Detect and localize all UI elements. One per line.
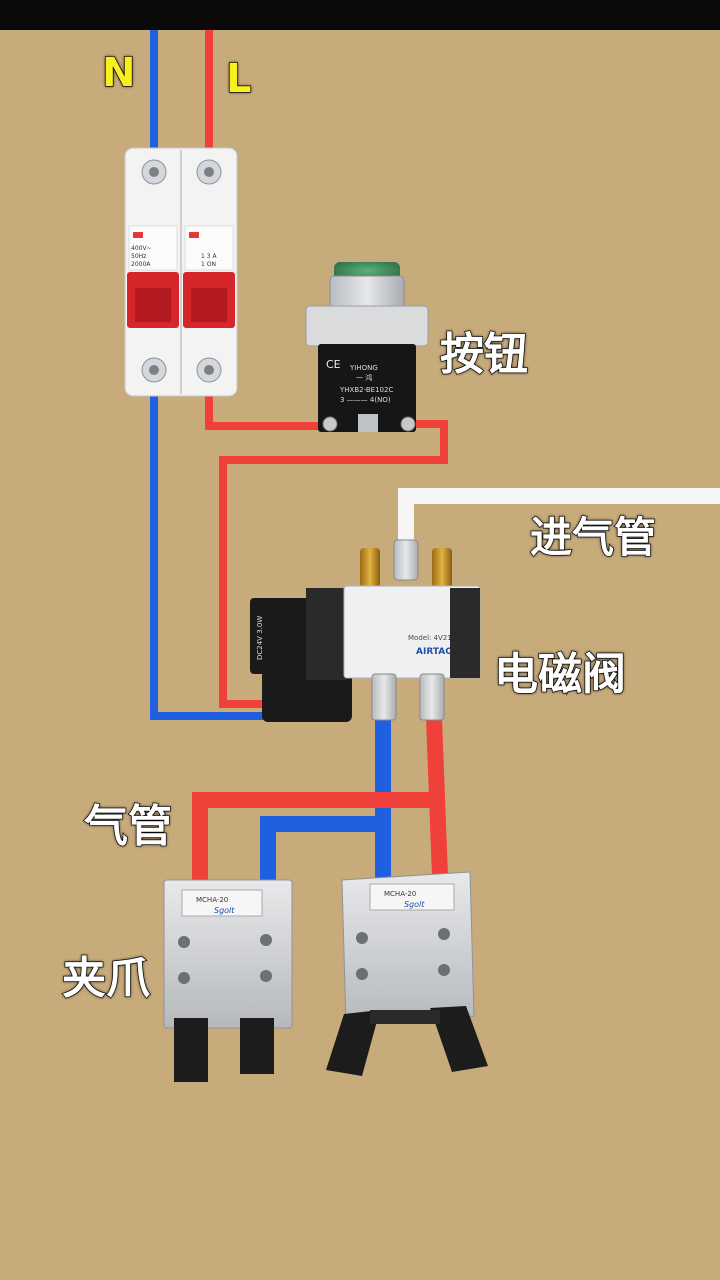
push-button: CE YIHONG 一 鸿 YHXB2-BE102C 3 ——— 4(NO) (305, 262, 429, 432)
solenoid-valve: DC24V 3.0W Model: 4V210-08 AIRTAC (250, 539, 481, 722)
label-gripper: 夹爪 (61, 952, 151, 1005)
valve-brand: AIRTAC (416, 647, 452, 657)
button-brand: YIHONG (349, 364, 378, 372)
top-bar (0, 0, 720, 30)
label-air-pipe: 气管 (83, 800, 173, 853)
button-contact: 3 ——— 4(NO) (340, 396, 391, 404)
gripper-right-model: MCHA-20 (384, 890, 416, 898)
valve-coil-spec: DC24V 3.0W (256, 616, 264, 660)
inlet-air-pipe (398, 488, 720, 545)
air-pipe-red (192, 717, 448, 882)
breaker-rating-left3: 2000A (131, 261, 151, 268)
circuit-breaker: 400V~ 50Hz 2000A 1 3 A 1 ON (124, 147, 238, 397)
label-n: N (101, 49, 136, 97)
label-inlet-pipe: 进气管 (529, 512, 657, 563)
button-ce: CE (326, 358, 341, 371)
button-model: YHXB2-BE102C (339, 386, 393, 394)
gripper-left: MCHA-20 Sgolt (163, 879, 293, 1082)
gripper-right: MCHA-20 Sgolt (326, 871, 488, 1076)
gripper-left-brand: Sgolt (214, 906, 235, 915)
valve-model: Model: 4V210-08 (408, 634, 468, 642)
label-solenoid-valve: 电磁阀 (493, 648, 627, 701)
breaker-on-mark: 1 ON (201, 261, 216, 268)
wire-button-to-coil (219, 420, 448, 708)
label-button: 按钮 (439, 328, 529, 381)
label-l: L (225, 55, 252, 103)
gripper-left-model: MCHA-20 (196, 896, 228, 904)
breaker-rating-right: 1 3 A (201, 253, 217, 260)
breaker-rating-left: 400V~ (131, 245, 152, 252)
breaker-rating-left2: 50Hz (131, 253, 146, 260)
gripper-right-brand: Sgolt (404, 900, 425, 909)
button-brand-cn: 一 鸿 (356, 373, 372, 382)
